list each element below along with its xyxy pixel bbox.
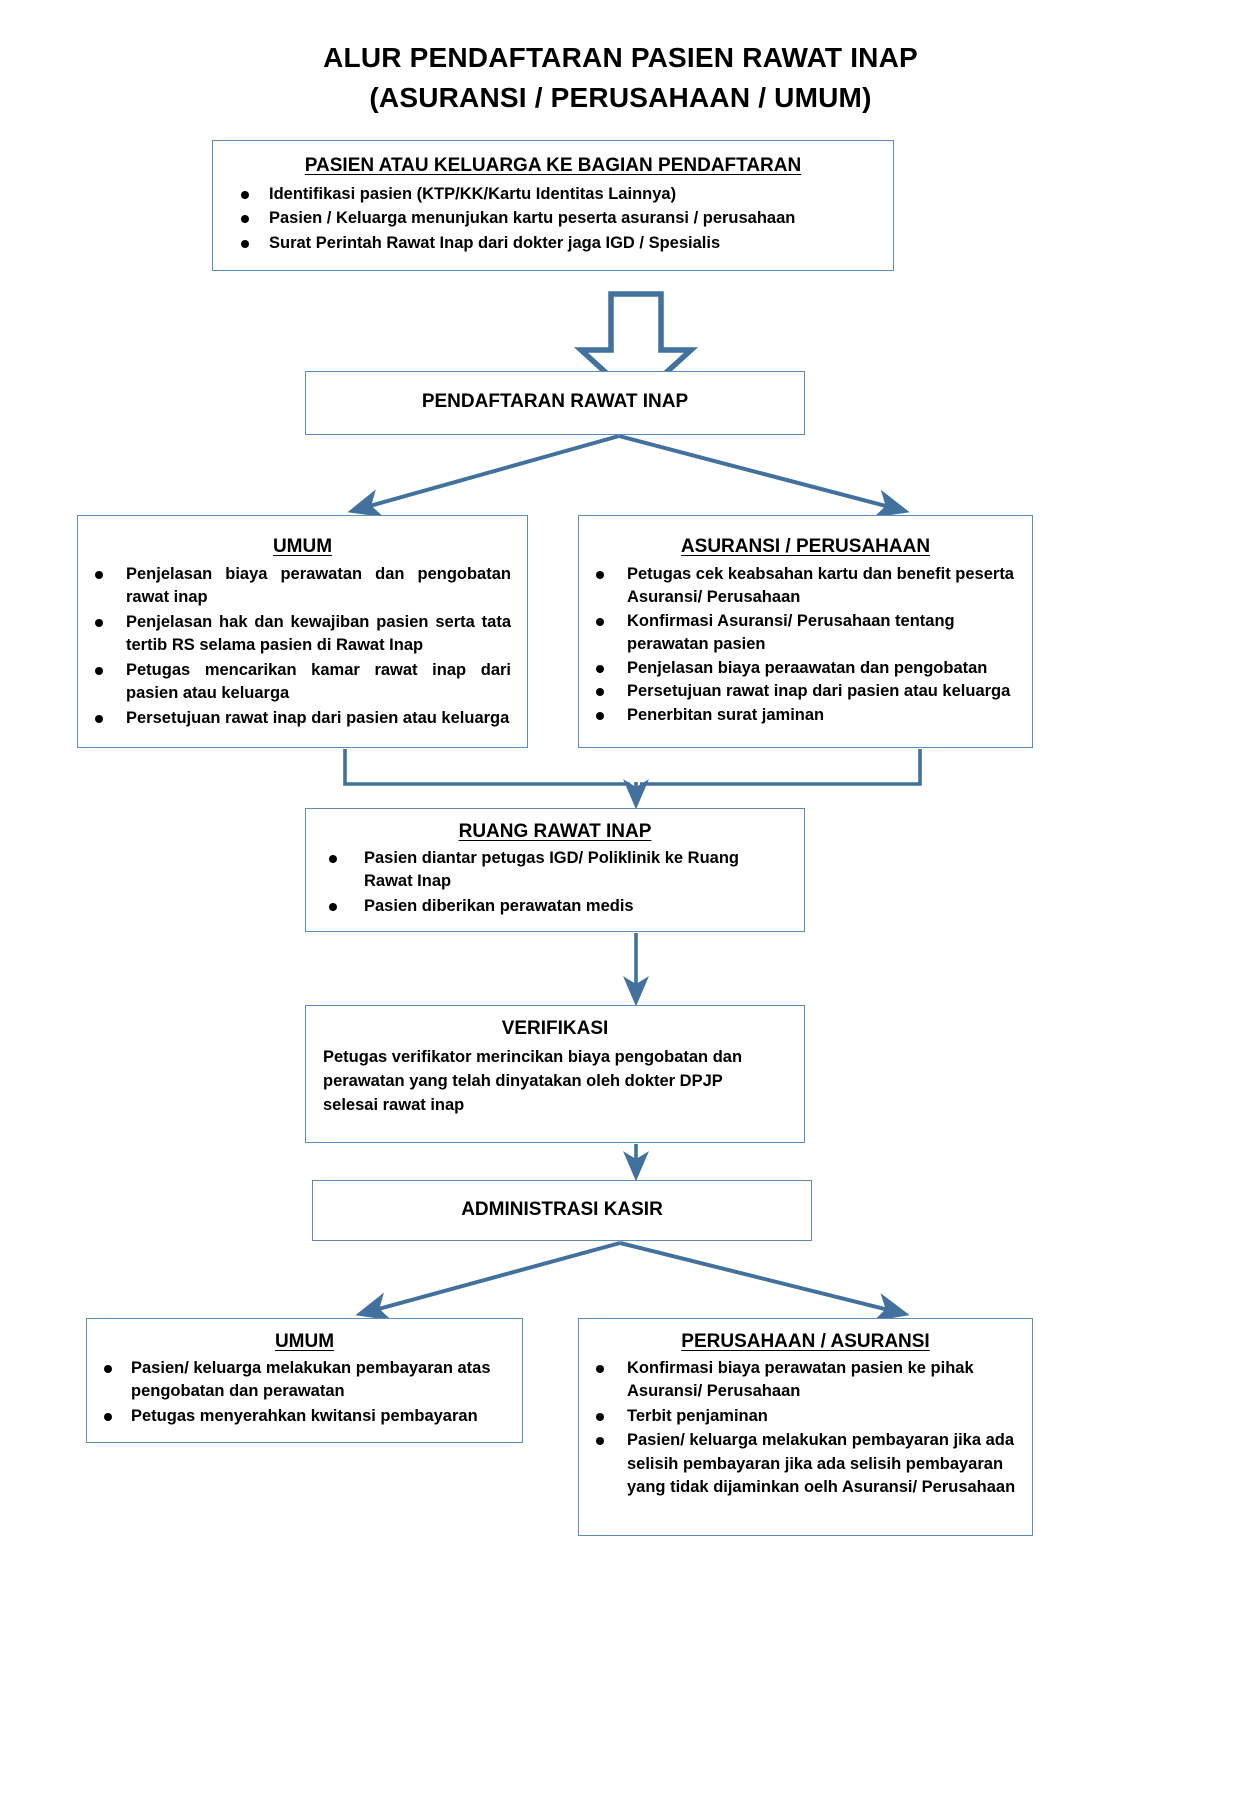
node-pasien-keluarga-pendaftaran: PASIEN ATAU KELUARGA KE BAGIAN PENDAFTAR… xyxy=(212,140,894,271)
node-heading: ADMINISTRASI KASIR xyxy=(461,1199,663,1220)
node-heading: VERIFIKASI xyxy=(501,1018,609,1039)
list-item: Konfirmasi Asuransi/ Perusahaan tentang … xyxy=(579,610,1022,657)
list-item: Pasien/ keluarga melakukan pembayaran at… xyxy=(87,1357,522,1404)
list-item: Pasien / Keluarga menunjukan kartu peser… xyxy=(213,207,893,230)
list-item: Persetujuan rawat inap dari pasien atau … xyxy=(579,680,1022,703)
list-item: Identifikasi pasien (KTP/KK/Kartu Identi… xyxy=(213,183,893,206)
bullet-list: Pasien/ keluarga melakukan pembayaran at… xyxy=(87,1357,522,1428)
node-umum: UMUM Penjelasan biaya perawatan dan peng… xyxy=(77,515,528,748)
node-perusahaan-asuransi: PERUSAHAAN / ASURANSI Konfirmasi biaya p… xyxy=(578,1318,1033,1536)
bullet-list: Identifikasi pasien (KTP/KK/Kartu Identi… xyxy=(213,183,893,255)
node-heading: PENDAFTARAN RAWAT INAP xyxy=(421,391,689,412)
list-item: Penjelasan biaya perawatan dan pengobata… xyxy=(78,563,511,610)
node-heading: UMUM xyxy=(272,536,333,557)
list-item: Persetujuan rawat inap dari pasien atau … xyxy=(78,707,511,730)
node-umum-pembayaran: UMUM Pasien/ keluarga melakukan pembayar… xyxy=(86,1318,523,1443)
list-item: Penerbitan surat jaminan xyxy=(579,704,1022,727)
list-item: Petugas menyerahkan kwitansi pembayaran xyxy=(87,1405,522,1428)
list-item: Konfirmasi biaya perawatan pasien ke pih… xyxy=(579,1357,1032,1404)
node-ruang-rawat-inap: RUANG RAWAT INAP Pasien diantar petugas … xyxy=(305,808,805,932)
title-line-1: ALUR PENDAFTARAN PASIEN RAWAT INAP xyxy=(323,42,918,73)
connector-umum-to-ruang xyxy=(343,749,630,786)
bullet-list: Penjelasan biaya perawatan dan pengobata… xyxy=(78,563,527,730)
node-body-text: Petugas verifikator merincikan biaya pen… xyxy=(323,1048,743,1114)
connector-pendaftaran-to-umum xyxy=(347,434,620,518)
connector-kasir-to-perusahaan xyxy=(619,1241,910,1322)
list-item: Pasien diantar petugas IGD/ Poliklinik k… xyxy=(306,847,804,894)
list-item: Petugas cek keabsahan kartu dan benefit … xyxy=(579,563,1022,610)
list-item: Penjelasan biaya peraawatan dan pengobat… xyxy=(579,657,1022,680)
node-asuransi-perusahaan: ASURANSI / PERUSAHAAN Petugas cek keabsa… xyxy=(578,515,1033,748)
list-item: Pasien/ keluarga melakukan pembayaran ji… xyxy=(579,1429,1032,1499)
bullet-list: Pasien diantar petugas IGD/ Poliklinik k… xyxy=(306,847,804,918)
node-pendaftaran-rawat-inap: PENDAFTARAN RAWAT INAP xyxy=(305,371,805,435)
list-item: Terbit penjaminan xyxy=(579,1405,1032,1428)
list-item: Surat Perintah Rawat Inap dari dokter ja… xyxy=(213,232,893,255)
connector-asuransi-to-ruang xyxy=(640,749,922,786)
bullet-list: Petugas cek keabsahan kartu dan benefit … xyxy=(579,563,1032,727)
list-item: Petugas mencarikan kamar rawat inap dari… xyxy=(78,659,511,706)
connector-pendaftaran-to-asuransi xyxy=(618,434,910,518)
node-heading: RUANG RAWAT INAP xyxy=(458,821,652,842)
node-heading: ASURANSI / PERUSAHAAN xyxy=(680,536,931,557)
list-item: Penjelasan hak dan kewajiban pasien sert… xyxy=(78,611,511,658)
node-heading: PERUSAHAAN / ASURANSI xyxy=(681,1331,930,1352)
node-heading: PASIEN ATAU KELUARGA KE BAGIAN PENDAFTAR… xyxy=(304,155,802,176)
title-line-2: (ASURANSI / PERUSAHAAN / UMUM) xyxy=(369,81,872,113)
connector-kasir-to-umum-bayar xyxy=(355,1241,621,1321)
bullet-list: Konfirmasi biaya perawatan pasien ke pih… xyxy=(579,1357,1032,1500)
node-heading: UMUM xyxy=(274,1331,335,1352)
page-title: ALUR PENDAFTARAN PASIEN RAWAT INAP (ASUR… xyxy=(0,38,1241,118)
node-administrasi-kasir: ADMINISTRASI KASIR xyxy=(312,1180,812,1241)
node-verifikasi: VERIFIKASI Petugas verifikator merincika… xyxy=(305,1005,805,1143)
list-item: Pasien diberikan perawatan medis xyxy=(306,895,804,918)
